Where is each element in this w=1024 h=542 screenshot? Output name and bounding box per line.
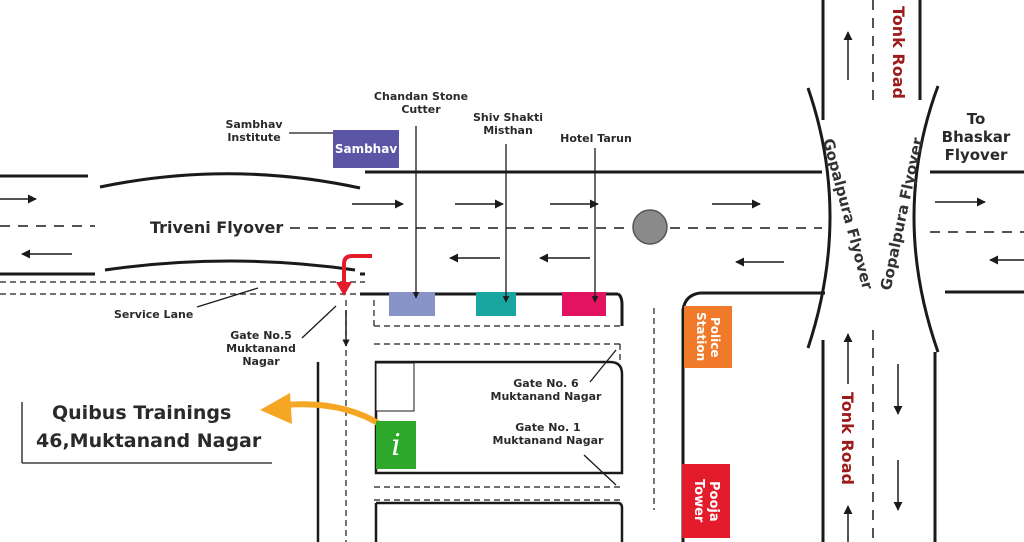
colony-roads <box>316 300 655 542</box>
pooja-tower-box: Pooja Tower <box>682 464 730 538</box>
building-outline <box>375 362 415 412</box>
quibus-address: 46,Muktanand Nagar <box>36 430 262 452</box>
to-bhaskar-label: To Bhaskar Flyover <box>941 110 1011 164</box>
roundabout-icon <box>632 209 668 245</box>
quibus-name: Quibus Trainings <box>52 402 232 424</box>
tonk-road-bottom-label: Tonk Road <box>838 392 857 485</box>
gate1-label: Gate No. 1 Muktanand Nagar <box>492 421 604 448</box>
gate6-label: Gate No. 6 Muktanand Nagar <box>490 377 602 404</box>
info-icon: i <box>376 421 416 469</box>
tonk-road-top-label: Tonk Road <box>889 6 908 99</box>
gate5-label: Gate No.5 Muktanand Nagar <box>226 329 296 369</box>
police-station-box: Police Station <box>684 306 732 368</box>
chandan-stone-marker <box>389 292 435 316</box>
hotel-tarun-marker <box>562 292 606 316</box>
pointer-arrow-icon <box>284 401 388 431</box>
hotel-tarun-label: Hotel Tarun <box>560 132 632 145</box>
sambhav-box: Sambhav <box>333 130 399 168</box>
turn-arrow-icon <box>342 254 372 284</box>
sambhav-institute-label: Sambhav Institute <box>225 118 283 145</box>
triveni-flyover-label: Triveni Flyover <box>150 218 284 237</box>
leader-lines <box>21 126 617 486</box>
tonk-road <box>806 0 940 542</box>
shiv-shakti-label: Shiv Shakti Misthan <box>472 111 544 138</box>
shiv-shakti-marker <box>476 292 516 316</box>
service-lane-label: Service Lane <box>114 308 194 321</box>
chandan-stone-label: Chandan Stone Cutter <box>373 90 469 117</box>
direction-arrows <box>0 31 1024 542</box>
